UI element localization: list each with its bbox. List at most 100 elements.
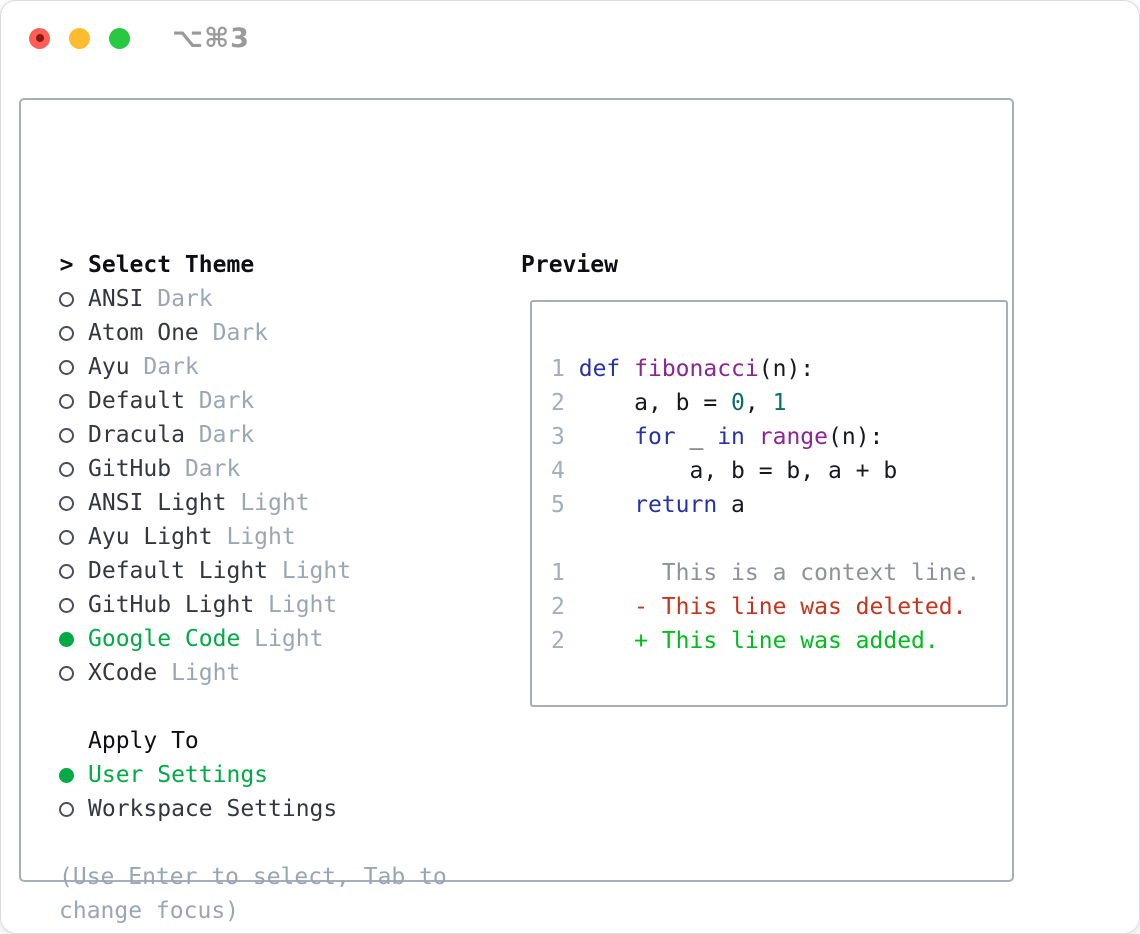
code-segment: return — [634, 492, 718, 518]
theme-name: ANSI Light — [88, 490, 227, 516]
line-number: 3 — [551, 424, 565, 450]
titlebar: ⌥⌘3 — [1, 1, 1139, 75]
spacer-row — [59, 690, 447, 724]
prompt-icon: > — [59, 252, 74, 278]
line-number: 4 — [551, 458, 565, 484]
theme-variant: Dark — [184, 422, 255, 448]
line-number: 1 — [551, 356, 565, 382]
apply-to-label: Apply To — [88, 728, 199, 754]
preview-title: Preview — [521, 252, 618, 278]
theme-name: Google Code — [88, 626, 241, 652]
code-segment: 1 — [772, 390, 787, 416]
line-number: 2 — [551, 390, 565, 416]
theme-variant: Light — [157, 660, 241, 686]
theme-option-ayu[interactable]: Ayu Dark — [59, 350, 447, 384]
select-theme-header: > Select Theme — [59, 248, 447, 282]
apply-option-label: User Settings — [88, 762, 269, 788]
radio-icon — [59, 461, 74, 477]
theme-option-ansi[interactable]: ANSI Dark — [59, 282, 447, 316]
apply-to-indent — [59, 734, 74, 749]
code-line: 1 This is a context line. — [551, 556, 1006, 590]
select-theme-title: Select Theme — [88, 252, 255, 278]
theme-variant: Light — [212, 524, 296, 550]
theme-option-ayu-light[interactable]: Ayu Light Light — [59, 520, 447, 554]
spacer-row — [59, 826, 447, 860]
radio-icon — [59, 359, 74, 375]
radio-icon — [59, 665, 74, 681]
theme-option-github-light[interactable]: GitHub Light Light — [59, 588, 447, 622]
theme-option-dracula[interactable]: Dracula Dark — [59, 418, 447, 452]
code-line: 2 - This line was deleted. — [551, 590, 1006, 624]
line-number: 2 — [551, 594, 565, 620]
radio-icon — [59, 801, 74, 817]
code-line: 1 def fibonacci(n): — [551, 352, 1006, 386]
minimize-button[interactable] — [69, 27, 90, 49]
theme-variant: Dark — [184, 388, 255, 414]
code-segment — [565, 424, 634, 450]
apply-option-workspace-settings[interactable]: Workspace Settings — [59, 792, 447, 826]
code-line: 2 a, b = 0, 1 — [551, 386, 1006, 420]
code-line — [551, 522, 1006, 556]
theme-name: Default — [88, 388, 185, 414]
code-line: 2 + This line was added. — [551, 624, 1006, 658]
theme-name: Default Light — [88, 558, 269, 584]
theme-name: GitHub Light — [88, 592, 255, 618]
theme-variant: Light — [226, 490, 310, 516]
theme-variant: Light — [240, 626, 324, 652]
radio-selected-icon — [59, 767, 74, 783]
theme-name: Atom One — [88, 320, 199, 346]
theme-variant: Dark — [171, 456, 241, 482]
theme-option-default[interactable]: Default Dark — [59, 384, 447, 418]
apply-option-label: Workspace Settings — [88, 796, 338, 822]
radio-icon — [59, 427, 74, 443]
theme-name: Ayu Light — [88, 524, 213, 550]
theme-name: ANSI — [88, 286, 144, 312]
radio-icon — [59, 291, 74, 307]
theme-option-xcode[interactable]: XCode Light — [59, 656, 447, 690]
code-segment: for — [634, 424, 676, 450]
code-segment — [565, 492, 634, 518]
close-button[interactable] — [29, 27, 50, 49]
theme-option-default-light[interactable]: Default Light Light — [59, 554, 447, 588]
line-number: 2 — [551, 628, 565, 654]
theme-option-google-code[interactable]: Google Code Light — [59, 622, 447, 656]
code-line: 4 a, b = b, a + b — [551, 454, 1006, 488]
window-title: ⌥⌘3 — [172, 22, 250, 54]
theme-variant: Dark — [143, 286, 213, 312]
line-number: 1 — [551, 560, 565, 586]
zoom-button[interactable] — [109, 27, 130, 49]
theme-variant: Light — [268, 558, 352, 584]
code-segment: 0 — [731, 390, 745, 416]
radio-selected-icon — [59, 631, 74, 647]
radio-icon — [59, 563, 74, 579]
apply-option-user-settings[interactable]: User Settings — [59, 758, 447, 792]
theme-option-atom-one[interactable]: Atom One Dark — [59, 316, 447, 350]
code-segment: in — [717, 424, 745, 450]
theme-name: XCode — [88, 660, 158, 686]
theme-option-github[interactable]: GitHub Dark — [59, 452, 447, 486]
code-segment: _ — [675, 424, 718, 450]
code-segment — [745, 424, 759, 450]
theme-option-ansi-light[interactable]: ANSI Light Light — [59, 486, 447, 520]
code-segment: a, b = — [564, 390, 732, 416]
code-line: 3 for _ in range(n): — [551, 420, 1006, 454]
code-segment: fibonacci — [634, 356, 759, 382]
code-segment — [620, 356, 634, 382]
code-segment: - This line was deleted. — [564, 594, 967, 620]
code-segment: range — [758, 424, 829, 450]
line-number: 5 — [551, 492, 565, 518]
radio-icon — [59, 529, 74, 545]
theme-name: Dracula — [88, 422, 185, 448]
code-segment: , — [744, 390, 773, 416]
code-segment: a — [717, 492, 745, 518]
apply-to-header: Apply To — [59, 724, 447, 758]
theme-variant: Dark — [129, 354, 199, 380]
code-segment: (n): — [828, 424, 884, 450]
code-segment — [565, 356, 579, 382]
